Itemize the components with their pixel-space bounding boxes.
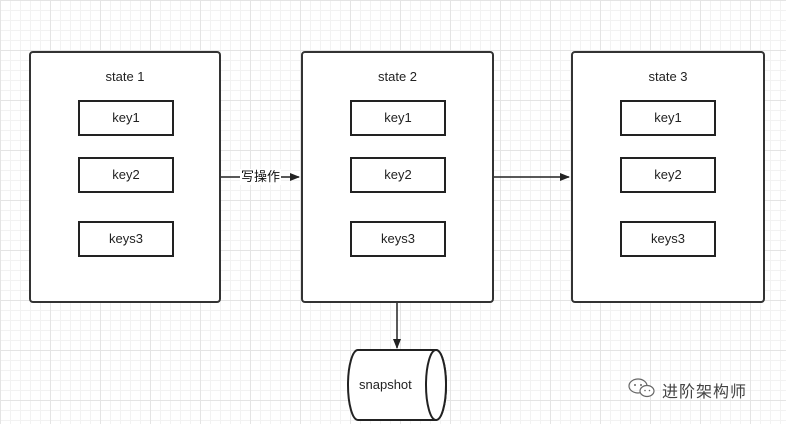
wechat-icon [628,377,656,403]
state-2-key2: key2 [350,157,446,193]
state-3-box: state 3 key1 key2 keys3 [571,51,765,303]
watermark: 进阶架构师 [628,377,748,403]
snapshot-label: snapshot [359,377,412,392]
state-2-key1: key1 [350,100,446,136]
watermark-text: 进阶架构师 [662,384,748,401]
state-1-box: state 1 key1 key2 keys3 [29,51,221,303]
state-2-box: state 2 key1 key2 keys3 [301,51,494,303]
state-3-title: state 3 [648,69,688,84]
state-1-key2: key2 [78,157,174,193]
state-1-key1: key1 [78,100,174,136]
write-operation-label: 写操作 [240,169,282,185]
state-3-key2: key2 [620,157,716,193]
state-3-key1: key1 [620,100,716,136]
state-2-title: state 2 [377,69,418,84]
snapshot-cylinder [347,349,447,421]
state-1-title: state 1 [105,69,145,84]
state-3-keys3: keys3 [620,221,716,257]
state-2-keys3: keys3 [350,221,446,257]
state-1-keys3: keys3 [78,221,174,257]
